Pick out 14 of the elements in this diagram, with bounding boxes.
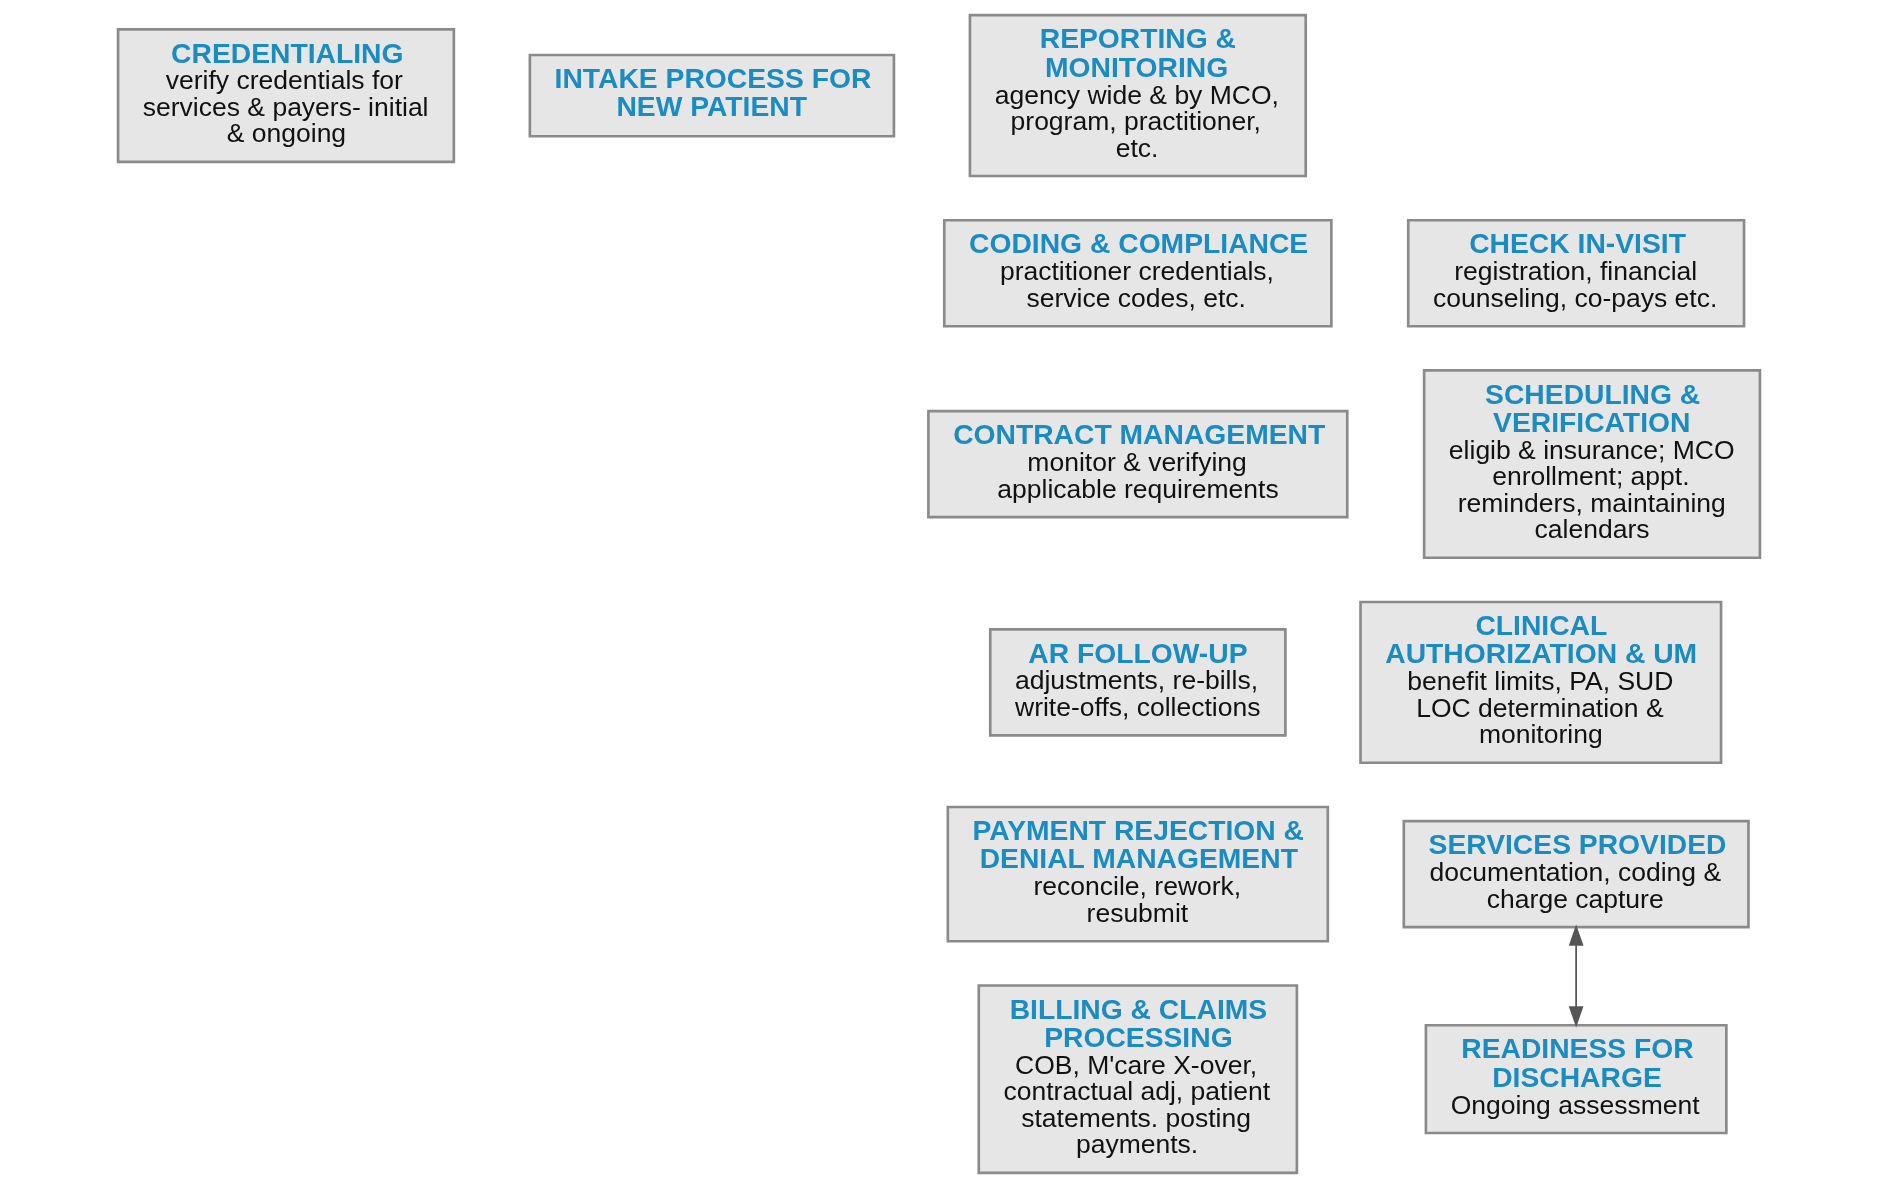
node-box: REPORTING & MONITORING agency wide & by MCO, program, practitioner, etc.	[968, 13, 1307, 178]
node-box: CLINICAL AUTHORIZATION & UM benefit limits, PA, SUD LOC determination & monitoring	[1358, 600, 1722, 765]
node-box: SCHEDULING & VERIFICATION eligib & insurance; MCO enrollment; appt. reminders, maintaining calendars	[1422, 369, 1761, 560]
node-box: CONTRACT MANAGEMENT monitor & verifying applicable requirements	[926, 409, 1349, 519]
node-box: SERVICES PROVIDED documentation, coding & charge capture	[1402, 819, 1750, 929]
node-box: READINESS FOR DISCHARGE Ongoing assessment	[1424, 1023, 1728, 1135]
node-box: BILLING & CLAIMS PROCESSING COB, M'care X-over, contractual adj, patient statements. posting payments.	[976, 984, 1298, 1175]
node-box: AR FOLLOW-UP adjustments, re-bills, write-offs, collections	[988, 628, 1287, 737]
arrow	[1568, 924, 1584, 1028]
node-box: CODING & COMPLIANCE practitioner credentials, service codes, etc.	[942, 218, 1333, 328]
node-box: CREDENTIALING verify credentials for services & payers- initial & ongoing	[116, 28, 455, 164]
node-box: PAYMENT REJECTION & DENIAL MANAGEMENT reconcile, rework, resubmit	[946, 805, 1329, 943]
node-box: CHECK IN-VISIT registration, financial counseling, co-pays etc.	[1406, 218, 1745, 328]
node-box: INTAKE PROCESS FOR NEW PATIENT	[528, 53, 895, 138]
